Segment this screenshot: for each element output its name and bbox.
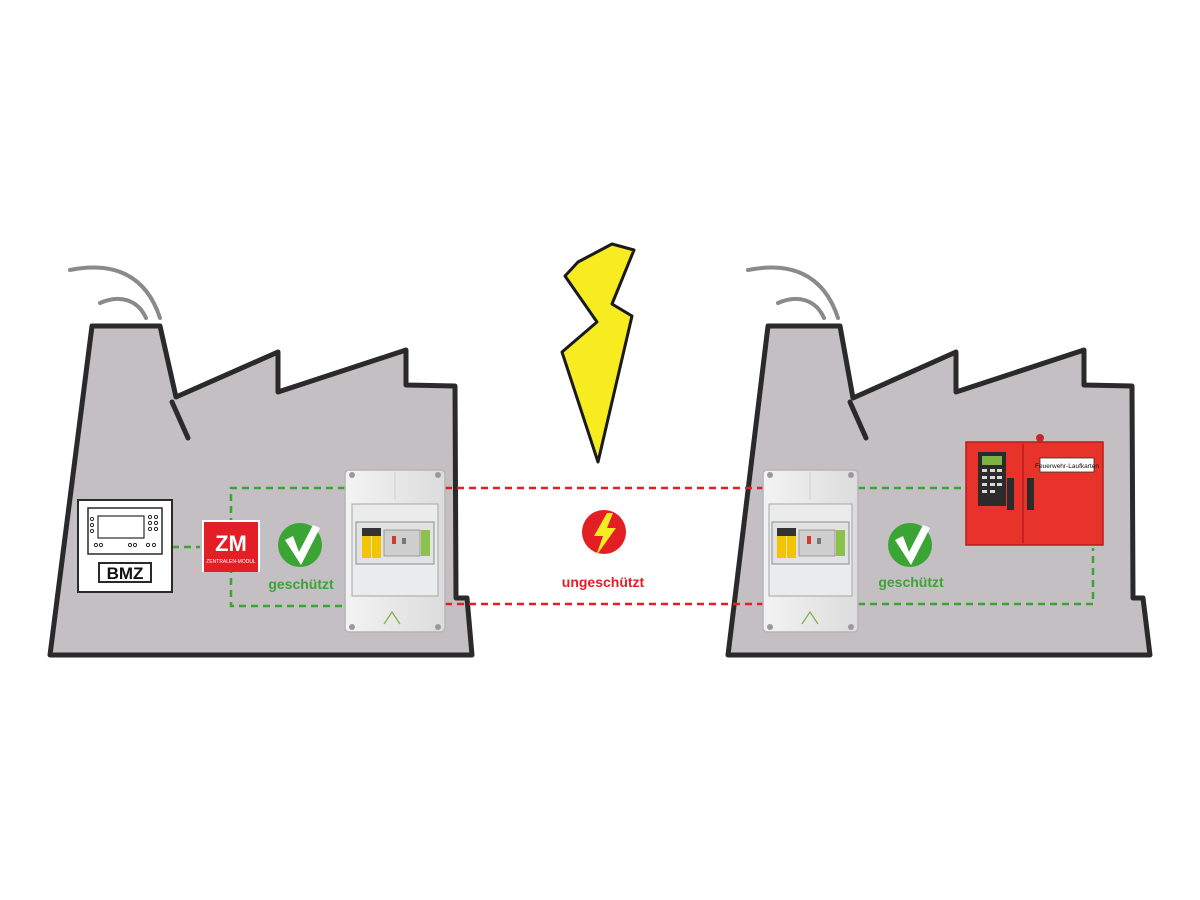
left-roof-edge bbox=[169, 399, 191, 441]
zm-logo: ZM ZENTRALEN-MODUL bbox=[202, 520, 260, 572]
cabinet-label: Feuerwehr-Laufkarten bbox=[1035, 463, 1099, 470]
right-smoke-icon bbox=[746, 265, 840, 320]
bmz-panel: BMZ bbox=[77, 499, 173, 593]
right-protected-loop bbox=[858, 486, 1095, 606]
left-status-label: geschützt bbox=[268, 576, 334, 592]
left-smoke-icon bbox=[68, 265, 162, 320]
middle-status-label: ungeschützt bbox=[562, 574, 645, 590]
right-status-label: geschützt bbox=[878, 574, 944, 590]
lightning-bolt-icon bbox=[560, 242, 636, 464]
right-roof-edge bbox=[847, 399, 869, 441]
fire-brigade-cabinet: Feuerwehr-Laufkarten bbox=[965, 434, 1104, 546]
zm-logo-text: ZM bbox=[215, 531, 247, 556]
bmz-label: BMZ bbox=[107, 564, 144, 583]
left-check-icon bbox=[278, 523, 322, 567]
right-check-icon bbox=[888, 523, 932, 567]
middle-lightning-warning-icon bbox=[582, 510, 626, 556]
unprotected-connection bbox=[445, 486, 763, 606]
zm-logo-subtext: ZENTRALEN-MODUL bbox=[206, 559, 256, 565]
left-surge-protection-box bbox=[344, 469, 446, 633]
right-surge-protection-box bbox=[762, 469, 859, 633]
